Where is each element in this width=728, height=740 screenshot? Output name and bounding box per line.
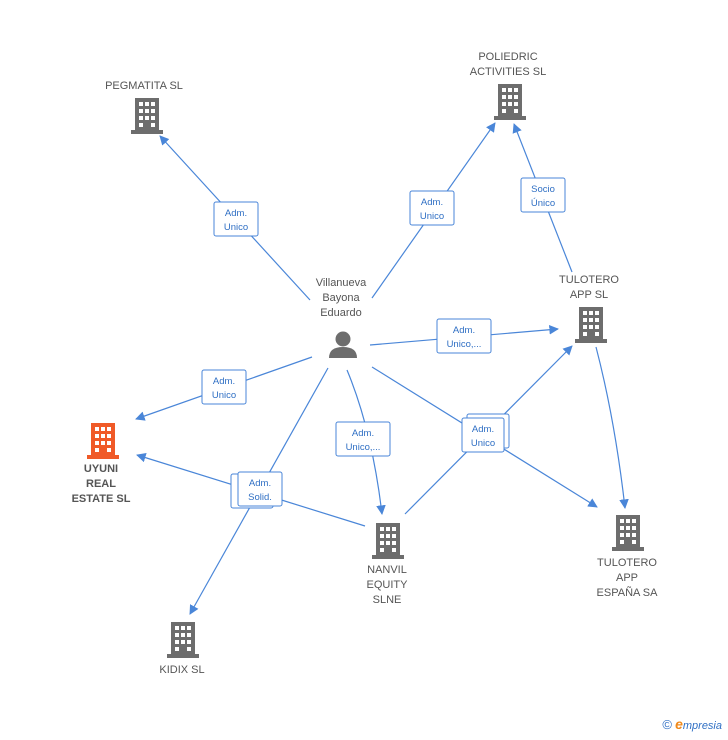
node-label-line: Villanueva [316,277,367,289]
building-icon [494,84,526,120]
edge-label-poliedric[interactable]: Adm. Unico [409,190,455,226]
edge-label-tulotero-app[interactable]: Adm. Unico,... [436,318,492,354]
building-icon [131,98,163,134]
node-label-line: ESPAÑA SA [597,586,659,599]
node-tulotero-app[interactable]: TULOTERO APP SL [559,274,619,343]
building-icon-focus [87,423,119,459]
svg-text:Adm.: Adm. [213,376,235,387]
node-label-line: Eduardo [320,307,362,319]
svg-text:Unico: Unico [420,211,444,222]
node-label-line: KIDIX SL [159,664,204,676]
svg-text:Único: Único [531,198,555,209]
empresia-watermark: © empresia [662,716,722,732]
node-label-line: TULOTERO [597,557,657,569]
node-kidix[interactable]: KIDIX SL [159,622,205,676]
svg-text:Unico,...: Unico,... [447,339,482,350]
edge-labels: Adm. Unico Adm. Unico Socio Único Adm. U… [201,177,566,509]
node-label-line: Bayona [322,292,360,304]
building-icon [167,622,199,658]
node-label-line: APP [616,572,638,584]
node-uyuni[interactable]: UYUNI REAL ESTATE SL [72,423,131,505]
svg-text:Adm.: Adm. [453,325,475,336]
node-label-line: APP SL [570,289,608,301]
edge-label-espana-stack[interactable]: Adm. Unico [461,413,510,453]
node-label-line: ACTIVITIES SL [470,66,546,78]
node-label-line: SLNE [373,594,402,606]
edge-tuloteroapp-tuloteroespana [595,346,629,509]
svg-text:Adm.: Adm. [421,197,443,208]
svg-text:Unico: Unico [224,222,248,233]
svg-text:Socio: Socio [531,184,555,195]
svg-text:Solid.: Solid. [248,492,272,503]
edge-label-uyuni-solid[interactable]: Adm. Solid. [230,471,283,509]
svg-text:Adm.: Adm. [352,428,374,439]
svg-text:Unico,...: Unico,... [346,442,381,453]
svg-text:Adm.: Adm. [249,478,271,489]
node-label-line: UYUNI [84,463,118,475]
node-villanueva[interactable]: Villanueva Bayona Eduardo [316,277,367,358]
node-label-line: PEGMATITA SL [105,80,183,92]
edge-label-nanvil[interactable]: Adm. Unico,... [335,421,391,457]
svg-text:Adm.: Adm. [225,208,247,219]
svg-text:Adm.: Adm. [472,424,494,435]
building-icon [575,307,607,343]
edge-label-pegmatita[interactable]: Adm. Unico [213,201,259,237]
building-icon [372,523,404,559]
svg-text:Unico: Unico [471,438,495,449]
copyright-symbol: © [662,717,673,732]
node-tulotero-espana[interactable]: TULOTERO APP ESPAÑA SA [597,515,659,599]
empresia-logo-text: mpresia [682,720,722,732]
node-nanvil[interactable]: NANVIL EQUITY SLNE [367,523,409,606]
empresia-logo-e: e [675,716,683,732]
node-label-line: REAL [86,478,116,490]
node-label-line: EQUITY [367,579,409,591]
edge-label-uyuni[interactable]: Adm. Unico [201,369,247,405]
node-label-line: POLIEDRIC [478,51,537,63]
node-label-line: TULOTERO [559,274,619,286]
node-label-line: ESTATE SL [72,493,131,505]
node-poliedric[interactable]: POLIEDRIC ACTIVITIES SL [470,51,546,120]
edge-label-tulotero-poliedric[interactable]: Socio Único [520,177,566,213]
building-icon [612,515,644,551]
svg-text:Unico: Unico [212,390,236,401]
person-icon [329,331,357,358]
node-label-line: NANVIL [367,564,407,576]
node-pegmatita[interactable]: PEGMATITA SL [105,80,183,134]
